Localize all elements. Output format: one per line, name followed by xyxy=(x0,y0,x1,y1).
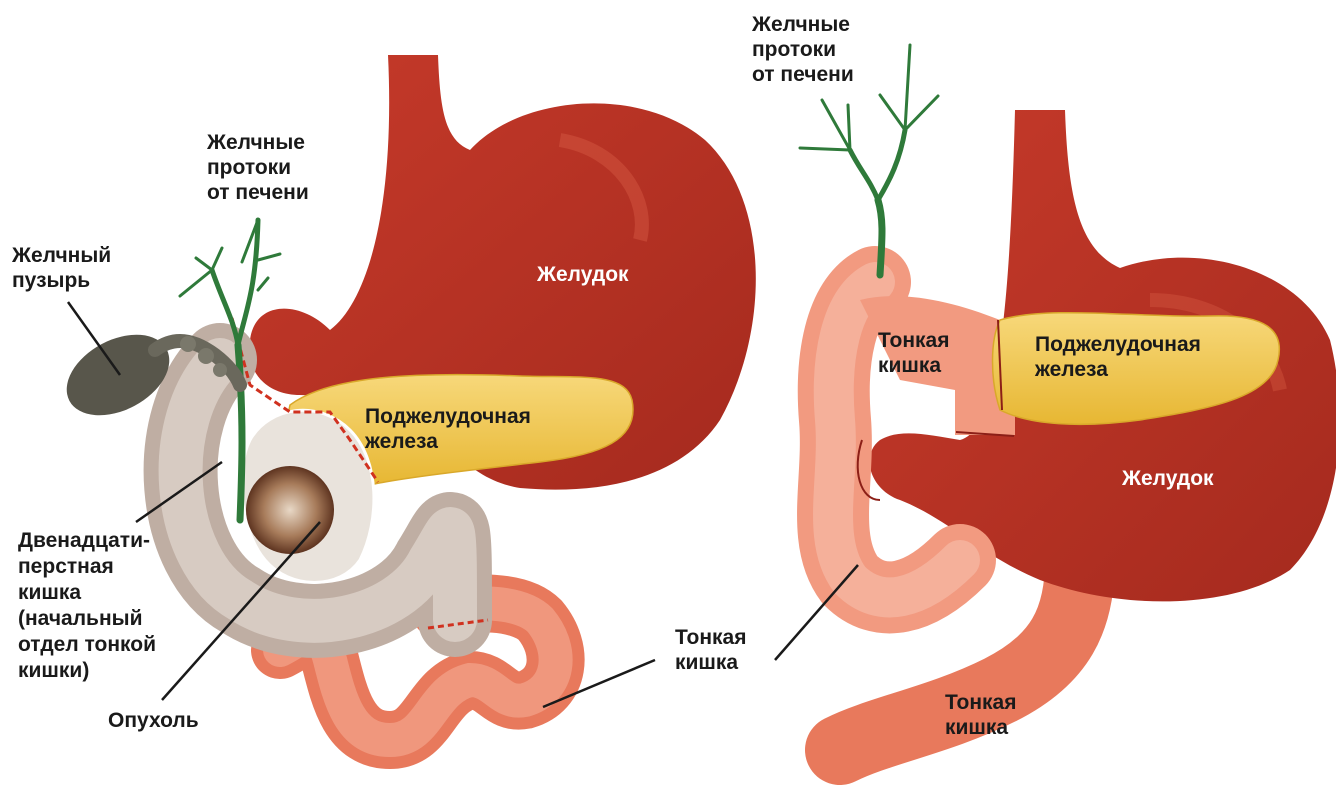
left-label-small-intestine: Тонкая кишка xyxy=(675,625,746,675)
right-label-pancreas-line-1: Поджелудочная xyxy=(1035,332,1201,357)
left-label-stomach: Желудок xyxy=(537,262,629,287)
left-label-duodenum-line-1: Двенадцати- xyxy=(18,528,156,554)
left-label-tumor: Опухоль xyxy=(108,708,199,733)
left-label-bile-ducts-line-1: Желчные xyxy=(207,130,309,155)
left-label-small-intestine-line-2: кишка xyxy=(675,650,746,675)
right-label-small-intestine-top-line-2: кишка xyxy=(878,353,949,378)
left-label-duodenum: Двенадцати- перстная кишка (начальный от… xyxy=(18,528,156,684)
right-label-pancreas: Поджелудочная железа xyxy=(1035,332,1201,382)
left-label-gallbladder-line-1: Желчный xyxy=(12,243,111,268)
left-label-gallbladder-line-2: пузырь xyxy=(12,268,111,293)
right-label-bile-ducts-line-2: протоки xyxy=(752,37,854,62)
right-label-bile-ducts: Желчные протоки от печени xyxy=(752,12,854,87)
right-label-small-intestine-bottom-line-2: кишка xyxy=(945,715,1016,740)
left-label-duodenum-line-3: кишка xyxy=(18,580,156,606)
left-label-pancreas-line-2: железа xyxy=(365,429,531,454)
left-label-duodenum-line-6: кишки) xyxy=(18,658,156,684)
left-label-bile-ducts: Желчные протоки от печени xyxy=(207,130,309,205)
right-label-bile-ducts-line-1: Желчные xyxy=(752,12,854,37)
left-label-bile-ducts-line-2: протоки xyxy=(207,155,309,180)
right-label-stomach: Желудок xyxy=(1122,466,1214,491)
right-label-bile-ducts-line-3: от печени xyxy=(752,62,854,87)
left-label-duodenum-line-2: перстная xyxy=(18,554,156,580)
right-illustration-after-surgery xyxy=(775,45,1336,750)
right-label-small-intestine-bottom-line-1: Тонкая xyxy=(945,690,1016,715)
right-label-small-intestine-top: Тонкая кишка xyxy=(878,328,949,378)
right-label-small-intestine-bottom: Тонкая кишка xyxy=(945,690,1016,740)
left-illustration-before-surgery xyxy=(53,55,756,740)
right-label-pancreas-line-2: железа xyxy=(1035,357,1201,382)
left-label-bile-ducts-line-3: от печени xyxy=(207,180,309,205)
left-label-duodenum-line-5: отдел тонкой xyxy=(18,632,156,658)
right-label-small-intestine-top-line-1: Тонкая xyxy=(878,328,949,353)
left-label-gallbladder: Желчный пузырь xyxy=(12,243,111,293)
left-tumor xyxy=(246,466,334,554)
left-label-pancreas-line-1: Поджелудочная xyxy=(365,404,531,429)
left-label-duodenum-line-4: (начальный xyxy=(18,606,156,632)
left-label-pancreas: Поджелудочная железа xyxy=(365,404,531,454)
left-label-small-intestine-line-1: Тонкая xyxy=(675,625,746,650)
